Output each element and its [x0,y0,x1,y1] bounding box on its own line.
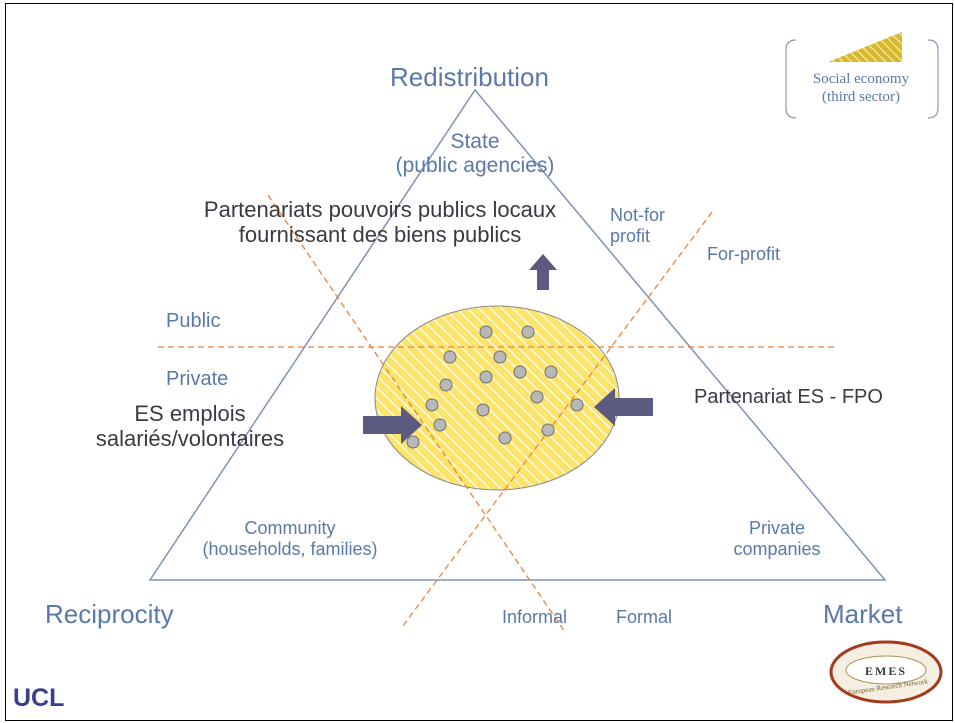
partenariats-line2: fournissant des biens publics [238,222,522,248]
organization-dot [425,398,439,412]
partenariats-annotation: Partenariats pouvoirs publics locaux fou… [155,197,605,248]
legend-line1: Social economy [812,71,910,87]
es-emplois-annotation: ES emplois salariés/volontaires [70,401,310,452]
emes-logo-text: EMES [864,664,907,678]
not-for-profit-line1: Not-for [610,205,666,225]
organization-dot [479,370,493,384]
organization-dot [521,325,535,339]
not-for-profit-label: Not-for profit [610,205,665,246]
reciprocity-label: Reciprocity [45,599,174,629]
formal-informal-line [267,194,566,633]
formal-label: Formal [616,607,673,627]
organization-dot [433,418,447,432]
organization-dot [476,403,490,417]
organization-dots [406,325,584,449]
community-label-line1: Community [244,518,336,538]
social-economy-ellipse [374,305,620,491]
community-label-line2: (households, families) [202,538,378,559]
slide-frame [5,3,953,721]
arrow-right [363,406,422,444]
private-label: Private [166,368,229,390]
organization-dot [479,325,493,339]
arrow-left [594,388,653,426]
legend-line2: (third sector) [822,89,900,105]
informal-label: Informal [502,607,568,627]
profit-line [401,211,713,628]
state-label-line2: (public agencies) [395,154,555,178]
legend-bracket [785,39,939,119]
organization-dot [439,378,453,392]
es-emplois-line2: salariés/volontaires [95,426,285,452]
ucl-logo-text: UCL [13,684,65,712]
private-companies-line2: companies [733,538,821,559]
for-profit-label: For-profit [707,244,781,264]
state-label: State (public agencies) [370,130,580,178]
organization-dot [570,398,584,412]
partenariat-es-fpo-annotation: Partenariat ES - FPO [694,386,883,408]
arrow-up [529,254,557,290]
not-for-profit-line2: profit [610,225,651,246]
public-label: Public [166,310,221,332]
state-label-line1: State [450,130,500,153]
emes-logo [829,640,943,704]
private-companies-line1: Private [748,518,806,538]
private-companies-label: Private companies [712,518,842,559]
organization-dot [530,390,544,404]
organization-dot [513,365,527,379]
organization-dot [406,435,420,449]
partenariats-line1: Partenariats pouvoirs publics locaux [203,197,557,222]
legend-hatch-swatch [828,32,902,62]
organization-dot [498,431,512,445]
legend-label: Social economy (third sector) [786,70,936,106]
organization-dot [544,365,558,379]
organization-dot [443,350,457,364]
market-label: Market [823,599,903,629]
welfare-triangle [148,88,887,581]
redistribution-label: Redistribution [390,62,549,92]
es-emplois-line1: ES emplois [134,401,246,426]
organization-dot [493,350,507,364]
community-label: Community (households, families) [170,518,410,559]
organization-dot [541,423,555,437]
